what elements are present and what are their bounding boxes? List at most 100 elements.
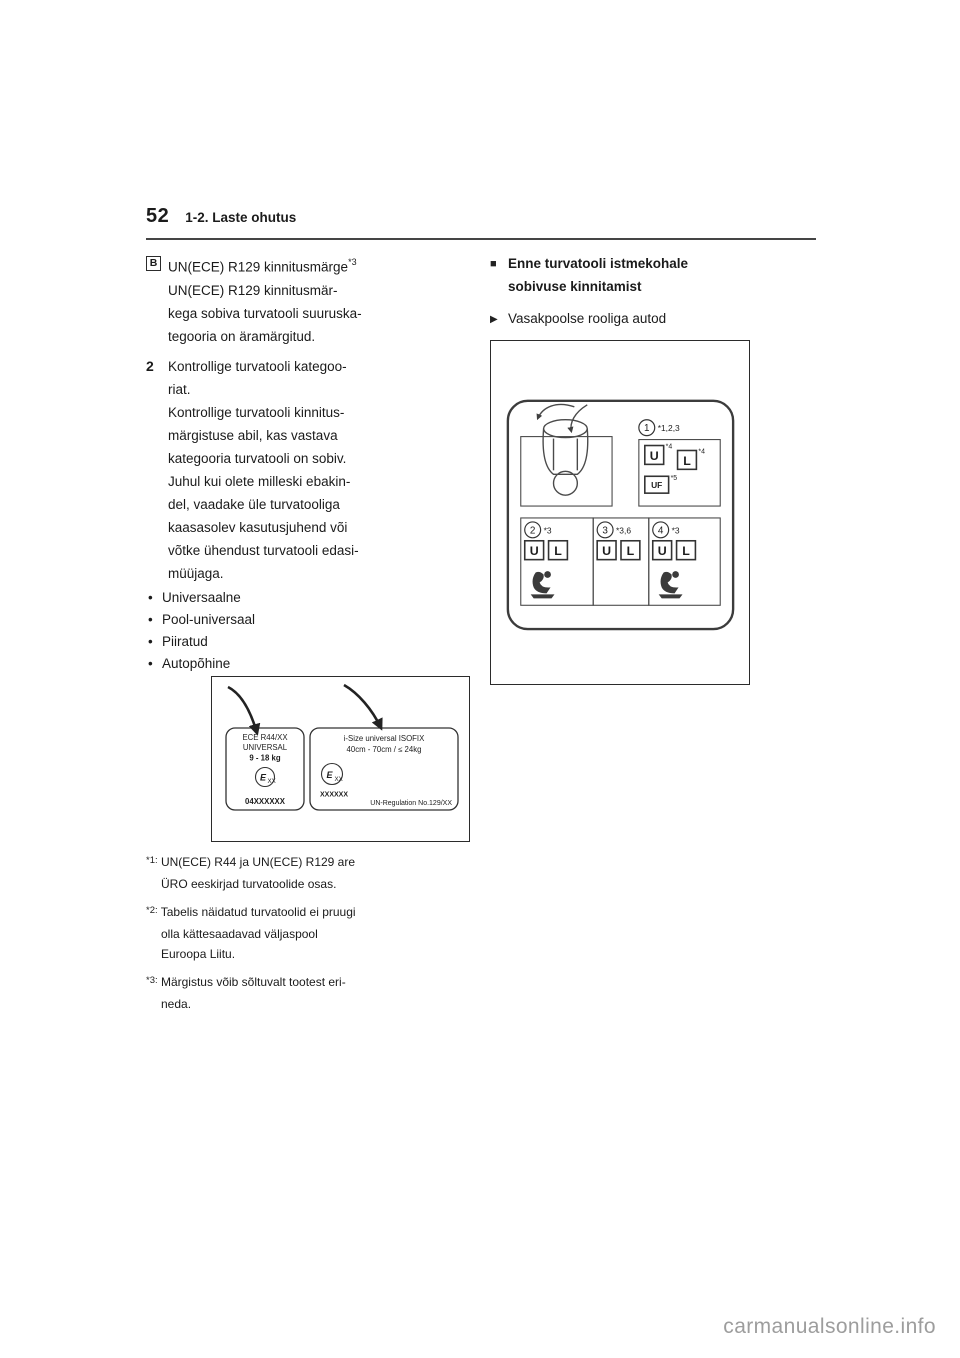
- list-item-label: Autopõhine: [162, 655, 231, 671]
- e-mark-circle: [254, 766, 276, 788]
- ece-weight-text: 9 - 18 kg: [249, 754, 280, 763]
- category-note: *5: [671, 475, 678, 482]
- category-letter: U: [602, 544, 611, 558]
- position-4: 4 *3 U L: [648, 517, 721, 606]
- position-1: 1 *1,2,3 U *4 L *4 UF *5: [638, 419, 721, 507]
- child-seat-icon: [530, 571, 555, 599]
- position-number-circle: [638, 419, 656, 437]
- header-rule: [146, 238, 816, 240]
- watermark: carmanualsonline.info: [723, 1315, 936, 1338]
- list-item: • Piiratud: [146, 631, 480, 653]
- pointer-item: ▶ Vasakpoolse rooliga autod: [490, 307, 820, 331]
- footnote-3: *3: Märgistus võib sõltuvalt tootest eri…: [146, 972, 480, 1014]
- category-box: [675, 539, 697, 561]
- position-number: 4: [658, 525, 664, 536]
- square-marker-icon: ■: [490, 258, 497, 270]
- step-2-body: Kontrollige turvatooli kategoo- riat. Ko…: [168, 355, 359, 585]
- pointer-arrow-right: [343, 683, 383, 731]
- e-mark-number: XX: [335, 776, 343, 783]
- step-2: 2 Kontrollige turvatooli kategoo- riat. …: [146, 355, 480, 585]
- text-line: riat.: [168, 381, 191, 397]
- position-number: 2: [530, 525, 536, 536]
- category-box: [620, 539, 641, 561]
- footnote-line: neda.: [161, 997, 192, 1011]
- heading-line: sobivuse kinnitamist: [508, 279, 642, 294]
- bullet-icon: •: [148, 633, 153, 649]
- pointer-arrow-left: [227, 685, 261, 736]
- left-column: B UN(ECE) R129 kinnitusmärge*3 UN(ECE) R…: [146, 252, 480, 675]
- position-note: *3: [672, 525, 680, 535]
- isize-regulation-text: UN-Regulation No.129/XX: [370, 800, 452, 807]
- footnote-marker: *2:: [146, 905, 158, 916]
- list-item-label: Pool-universaal: [162, 611, 256, 627]
- isize-code-text: XXXXXX: [320, 792, 348, 799]
- child-seat-icon: [658, 571, 683, 599]
- seating-positions-figure: 1 *1,2,3 U *4 L *4 UF *5 2 *3 U: [490, 340, 750, 685]
- text-line: märgistuse abil, kas vastava: [168, 427, 338, 443]
- footnote-line: Euroopa Liitu.: [161, 947, 236, 961]
- category-box: [547, 539, 569, 561]
- e-mark-number: XX: [268, 778, 276, 785]
- list-item-label: Piiratud: [162, 633, 208, 649]
- category-box: [596, 539, 617, 561]
- text-line: del, vaadake üle turvatooliga: [168, 496, 340, 512]
- seating-positions-drawing: 1 *1,2,3 U *4 L *4 UF *5 2 *3 U: [506, 399, 735, 631]
- category-letter: U: [530, 544, 539, 558]
- bullet-icon: •: [148, 655, 153, 671]
- e-mark-letter: E: [326, 770, 333, 780]
- item-b-body: UN(ECE) R129 kinnitusmär- kega sobiva tu…: [168, 279, 480, 348]
- text-line: kaasasolev kasutusjuhend või: [168, 519, 348, 535]
- text-line: tegooria on äramärgitud.: [168, 328, 316, 344]
- footnote-marker: *3:: [146, 975, 158, 986]
- approval-labels-figure: ECE R44/XX UNIVERSAL 9 - 18 kg E XX 04XX…: [211, 676, 470, 842]
- category-letter: L: [627, 544, 635, 558]
- ece-approval-number: 04XXXXXX: [245, 797, 286, 806]
- position-number-circle: [524, 521, 542, 539]
- ece-universal-text: UNIVERSAL: [243, 743, 288, 752]
- step-number: 2: [146, 357, 154, 374]
- position-note: *3,6: [616, 525, 631, 535]
- position-1-cell: [638, 439, 721, 507]
- text-line: müüjaga.: [168, 565, 224, 581]
- position-2: 2 *3 U L: [520, 517, 594, 606]
- category-box: [523, 539, 545, 561]
- isize-title-text: i-Size universal ISOFIX: [344, 734, 425, 743]
- footnote-line: ÜRO eeskirjad turvatoolide osas.: [161, 877, 337, 891]
- isize-range-text: 40cm - 70cm / ≤ 24kg: [347, 745, 422, 754]
- category-letter: L: [683, 454, 691, 468]
- text-line: võtke ühendust turvatooli edasi-: [168, 542, 359, 558]
- approval-labels-drawing: ECE R44/XX UNIVERSAL 9 - 18 kg E XX 04XX…: [225, 683, 459, 811]
- category-note: *4: [698, 448, 705, 455]
- list-marker-b: B: [146, 256, 161, 271]
- position-4-cell: [648, 517, 721, 606]
- position-number: 1: [644, 423, 650, 434]
- footnotes: *1: UN(ECE) R44 ja UN(ECE) R129 are ÜRO …: [146, 852, 480, 1022]
- position-note: *3: [544, 525, 552, 535]
- e-mark-circle: [320, 762, 344, 786]
- ece-regulation-text: ECE R44/XX: [242, 733, 288, 742]
- text-line: kategooria turvatooli on sobiv.: [168, 450, 347, 466]
- category-letter: U: [650, 449, 659, 463]
- block-heading: ■ Enne turvatooli istmekohale sobivuse k…: [490, 252, 820, 298]
- category-letter: UF: [651, 480, 662, 490]
- ece-label: ECE R44/XX UNIVERSAL 9 - 18 kg E XX 04XX…: [225, 727, 305, 811]
- isize-label: i-Size universal ISOFIX 40cm - 70cm / ≤ …: [309, 727, 459, 811]
- e-mark-letter: E: [260, 773, 267, 783]
- category-letter: L: [682, 544, 690, 558]
- category-box: [644, 475, 670, 494]
- bullet-icon: •: [148, 611, 153, 627]
- block-heading-text: Enne turvatooli istmekohale sobivuse kin…: [508, 252, 688, 298]
- right-column: ■ Enne turvatooli istmekohale sobivuse k…: [490, 252, 820, 331]
- footnote-line: Tabelis näidatud turvatoolid ei pruugi: [160, 905, 356, 919]
- category-note: *4: [666, 443, 673, 450]
- page-number: 52: [146, 205, 170, 227]
- bullet-icon: •: [148, 589, 153, 605]
- footnote-line: olla kättesaadavad väljaspool: [161, 927, 318, 941]
- list-item-b: B UN(ECE) R129 kinnitusmärge*3: [146, 252, 480, 279]
- car-cabin-outline: [506, 399, 735, 631]
- list-item-label: Universaalne: [162, 589, 241, 605]
- text-line: Kontrollige turvatooli kinnitus-: [168, 404, 345, 420]
- item-b-title: UN(ECE) R129 kinnitusmärge*3: [168, 252, 357, 279]
- category-box: [644, 444, 665, 466]
- position-number-circle: [652, 521, 670, 539]
